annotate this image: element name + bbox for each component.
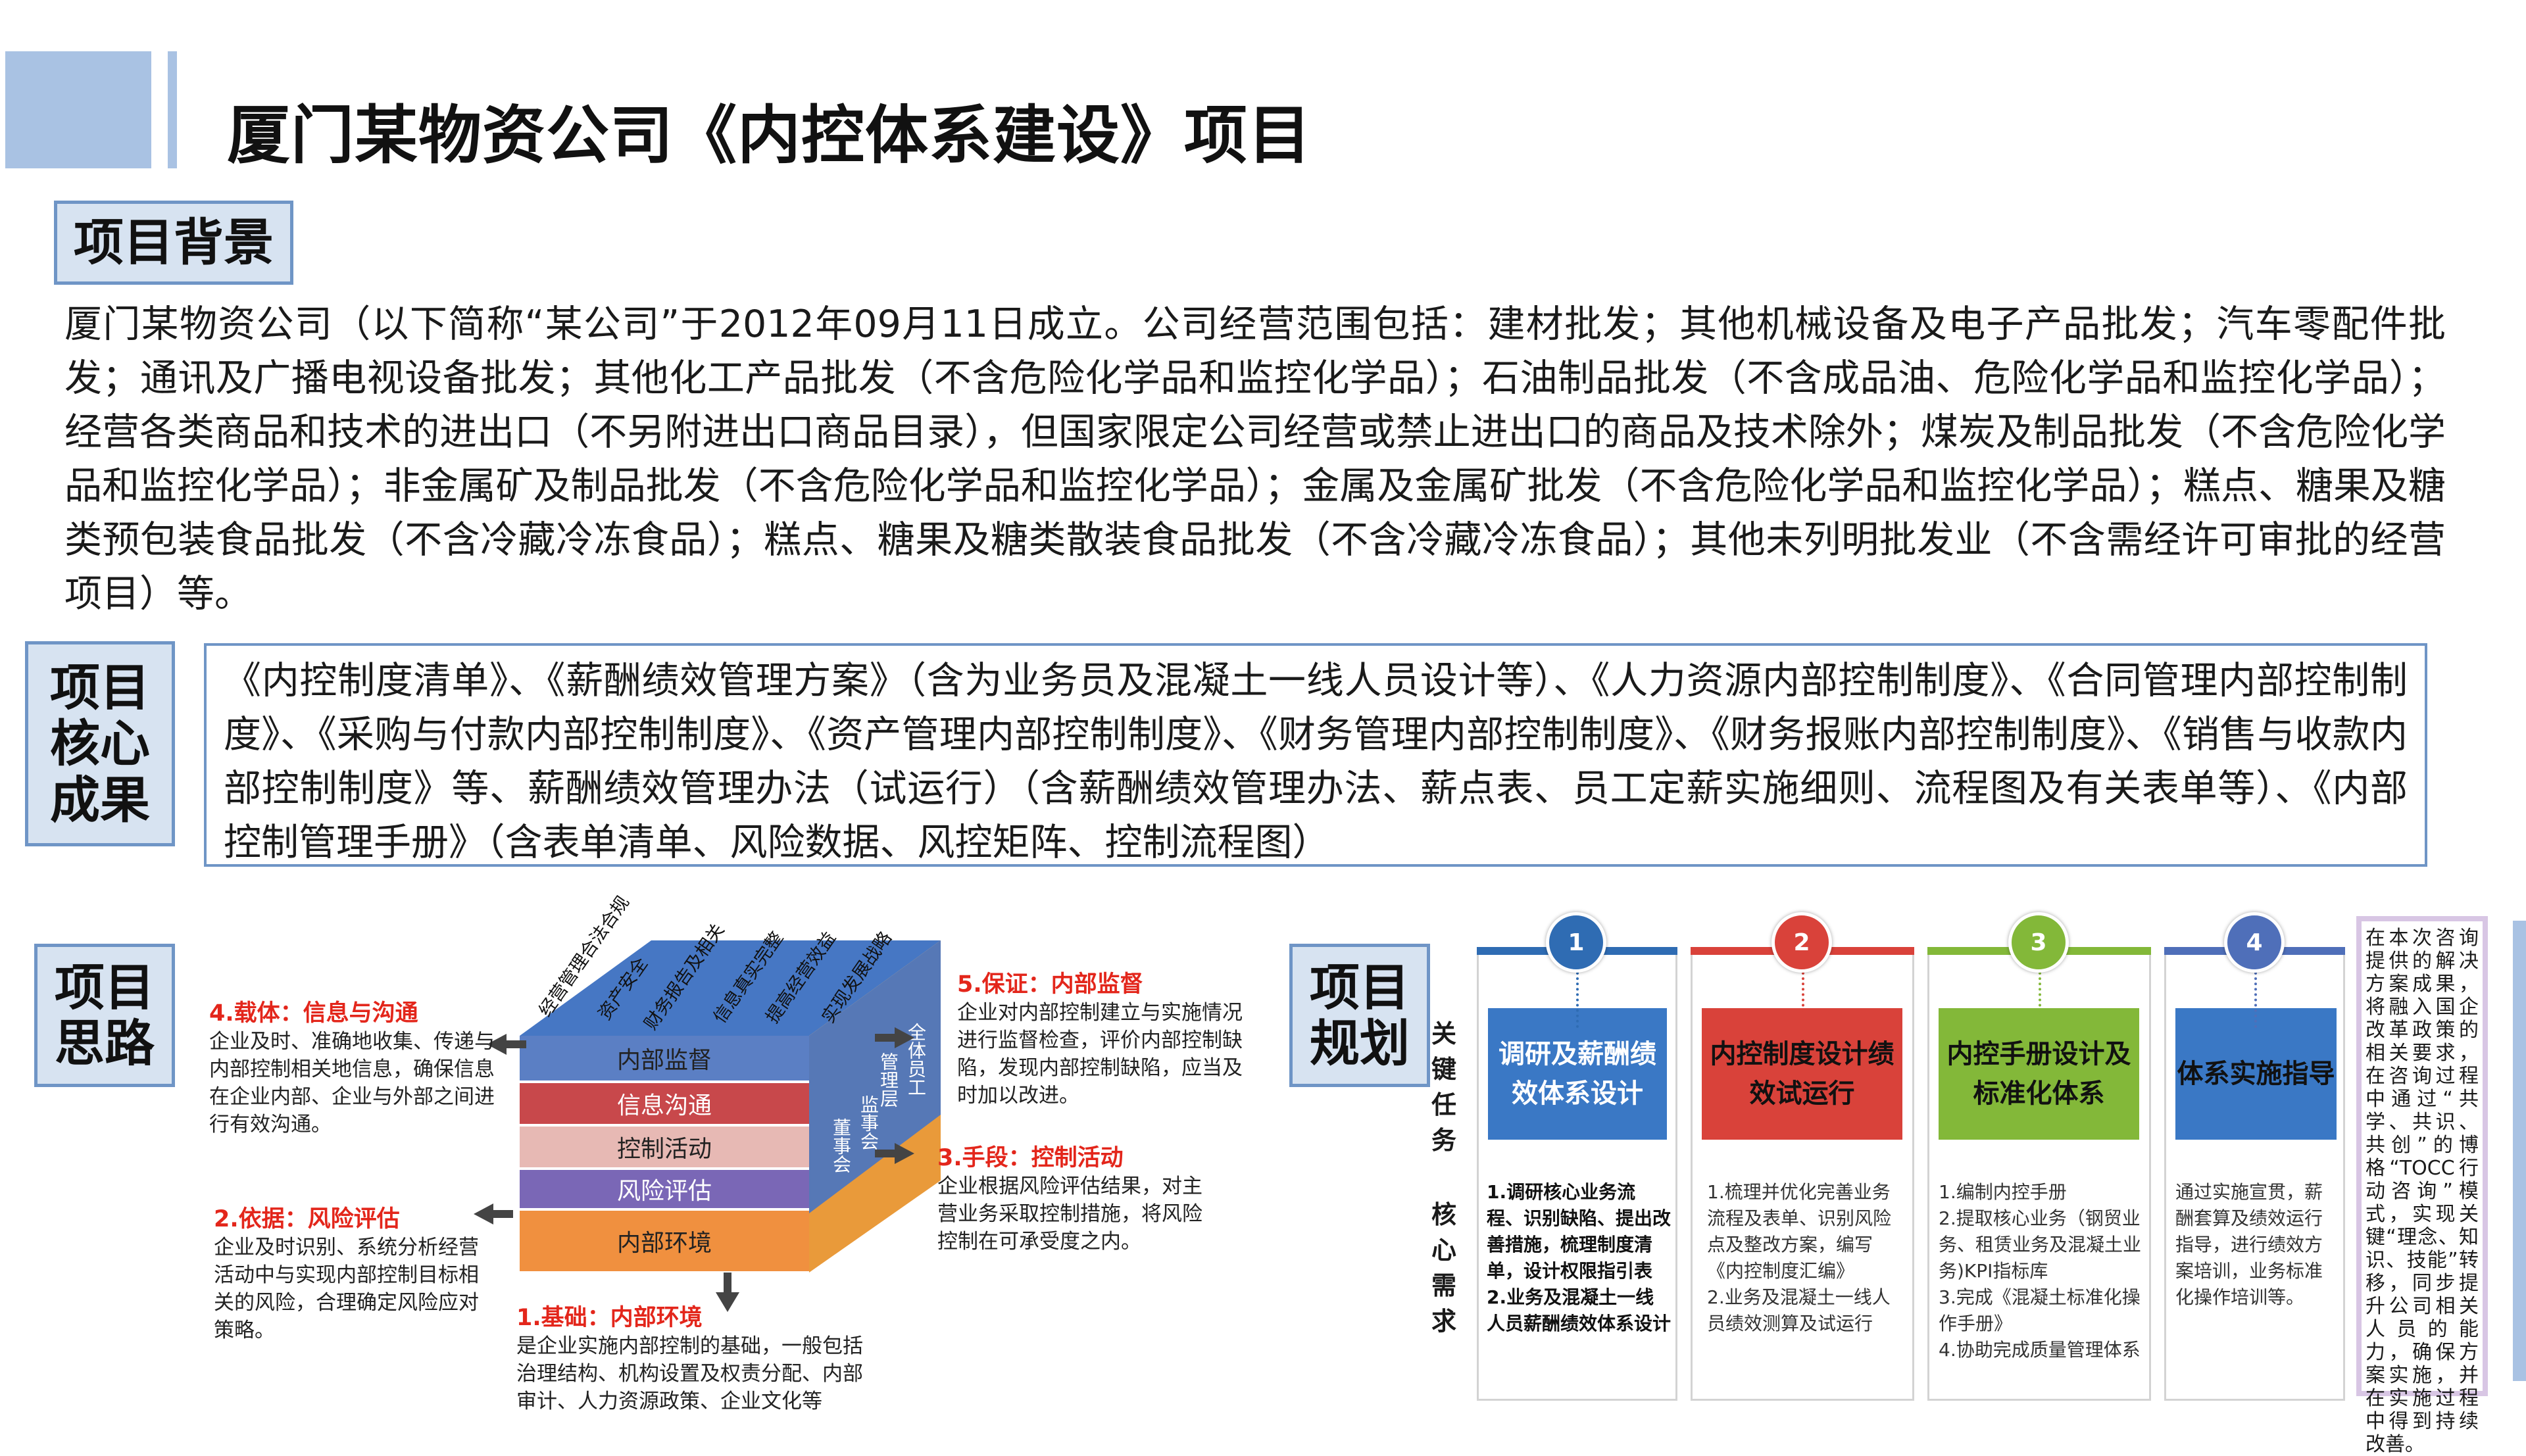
background-text: 厦门某物资公司（以下简称“某公司”于2012年09月11日成立。公司经营范围包括… <box>64 303 2446 616</box>
step-number-4: 4 <box>2224 912 2285 973</box>
note-title: 1.基础：内部环境 <box>516 1305 703 1331</box>
step-number-1: 1 <box>1546 912 1606 973</box>
note-means: 3.手段：控制活动 企业根据风险评估结果，对主营业务采取控制措施，将风险控制在可… <box>937 1139 1220 1255</box>
layer-risk-shape <box>520 1170 809 1208</box>
note-title: 4.载体：信息与沟通 <box>209 1000 418 1027</box>
connector <box>2254 972 2257 1028</box>
section-label-plan: 项目规划 <box>1289 944 1430 1087</box>
tocc-note: 在本次咨询提供的解决方案成果，将融入国企改革政策的相关要求，在咨询过程中通过“共… <box>2356 916 2488 1456</box>
plan-requirement: 1.梳理并优化完善业务流程及表单、识别风险点及整改方案，编写《内控制度汇编》 2… <box>1707 1181 1892 1334</box>
layer-communication: 信息沟通 <box>616 1092 712 1119</box>
plan-requirement: 1.调研核心业务流程、识别缺陷、提出改善措施，梳理制度清单，设计权限指引表 2.… <box>1487 1181 1672 1334</box>
row-label-core-needs: 核心需求 <box>1431 1200 1456 1336</box>
objectives-group: 经营管理合法合规 资产安全 财务报告及相关 信息真实完整 提高经营效益 实现发展… <box>532 892 926 1039</box>
connector <box>1802 972 1804 1028</box>
row-label-key-tasks: 关键任务 <box>1431 1019 1456 1155</box>
layer-internal-environment: 内部环境 <box>616 1230 712 1257</box>
note-basis: 2.依据：风险评估 企业及时识别、系统分析经营活动中与实现内部控制目标相关的风险… <box>214 1200 483 1344</box>
note-text: 企业及时、准确地收集、传递与内部控制相关地信息，确保信息在企业内部、企业与外部之… <box>209 1030 495 1136</box>
arrow-left-4 <box>487 1034 526 1055</box>
plan-task: 体系实施指导 <box>2175 1008 2337 1140</box>
layer-monitoring-shape <box>520 1036 809 1080</box>
arrows <box>474 1027 914 1312</box>
core-results-text: 《内控制度清单》、《薪酬绩效管理方案》（含为业务员及混凝土一线人员设计等）、《人… <box>204 643 2427 867</box>
layer-monitoring: 内部监督 <box>616 1047 712 1074</box>
arrow-down-1 <box>716 1273 739 1312</box>
side-label: 管理层 <box>878 1052 899 1107</box>
arrow-left-2 <box>474 1203 513 1225</box>
plan-requirement: 通过实施宣贯，薪酬套算及绩效运行指导，进行绩效方案培训，业务标准化操作培训等。 <box>2175 1181 2323 1308</box>
plan-requirement: 1.编制内控手册 2.提取核心业务（钢贸业务、租赁业务及混凝土业务)KPI指标库… <box>1939 1181 2142 1361</box>
section-label-background: 项目背景 <box>54 201 293 285</box>
note-title: 2.依据：风险评估 <box>214 1206 400 1232</box>
note-foundation: 1.基础：内部环境 是企业实施内部控制的基础，一般包括治理结构、机构设置及权责分… <box>516 1299 881 1415</box>
note-guarantee: 5.保证：内部监督 企业对内部控制建立与实施情况进行监督检查，评价内部控制缺陷，… <box>957 965 1247 1109</box>
side-label: 董事会 <box>830 1118 852 1173</box>
connector <box>1576 972 1579 1028</box>
note-title: 3.手段：控制活动 <box>937 1145 1124 1171</box>
header-accent-block <box>5 51 151 168</box>
note-text: 企业对内部控制建立与实施情况进行监督检查，评价内部控制缺陷，发现内部控制缺陷，应… <box>957 1001 1243 1107</box>
header-accent-bar <box>168 51 177 168</box>
note-text: 企业及时识别、系统分析经营活动中与实现内部控制目标相关的风险，合理确定风险应对策… <box>214 1236 479 1342</box>
layer-communication-shape <box>520 1083 809 1124</box>
layer-control-activities: 控制活动 <box>616 1136 712 1163</box>
note-title: 5.保证：内部监督 <box>957 971 1143 998</box>
page-title: 厦门某物资公司《内控体系建设》项目 <box>227 99 1312 172</box>
layer-risk-assessment: 风险评估 <box>616 1178 712 1205</box>
note-carrier: 4.载体：信息与沟通 企业及时、准确地收集、传递与内部控制相关地信息，确保信息在… <box>209 994 499 1138</box>
step-number-2: 2 <box>1771 912 1832 973</box>
plan-task: 内控手册设计及标准化体系 <box>1939 1008 2139 1140</box>
connector <box>2039 972 2041 1028</box>
note-text: 是企业实施内部控制的基础，一般包括治理结构、机构设置及权责分配、内部审计、人力资… <box>516 1334 863 1413</box>
step-number-3: 3 <box>2008 912 2069 973</box>
side-label: 监事会 <box>858 1095 879 1150</box>
note-text: 企业根据风险评估结果，对主营业务采取控制措施，将风险控制在可承受度之内。 <box>937 1175 1202 1253</box>
section-label-idea: 项目思路 <box>34 944 175 1087</box>
layer-control-shape <box>520 1127 809 1167</box>
plan-task: 内控制度设计绩效试运行 <box>1702 1008 1902 1140</box>
layer-environment-shape <box>520 1211 809 1271</box>
internal-control-layer-diagram <box>520 940 941 1273</box>
plan-task: 调研及薪酬绩效体系设计 <box>1488 1008 1667 1140</box>
section-label-core-results: 项目核心成果 <box>25 641 175 846</box>
right-accent-bar <box>2513 921 2526 1381</box>
arrow-right-5 <box>875 1027 914 1048</box>
top-face <box>520 940 941 1036</box>
plan-step-card: 调研及薪酬绩效体系设计 1.调研核心业务流程、识别缺陷、提出改善措施，梳理制度清… <box>1477 947 1677 1401</box>
arrow-right-3 <box>875 1143 914 1164</box>
